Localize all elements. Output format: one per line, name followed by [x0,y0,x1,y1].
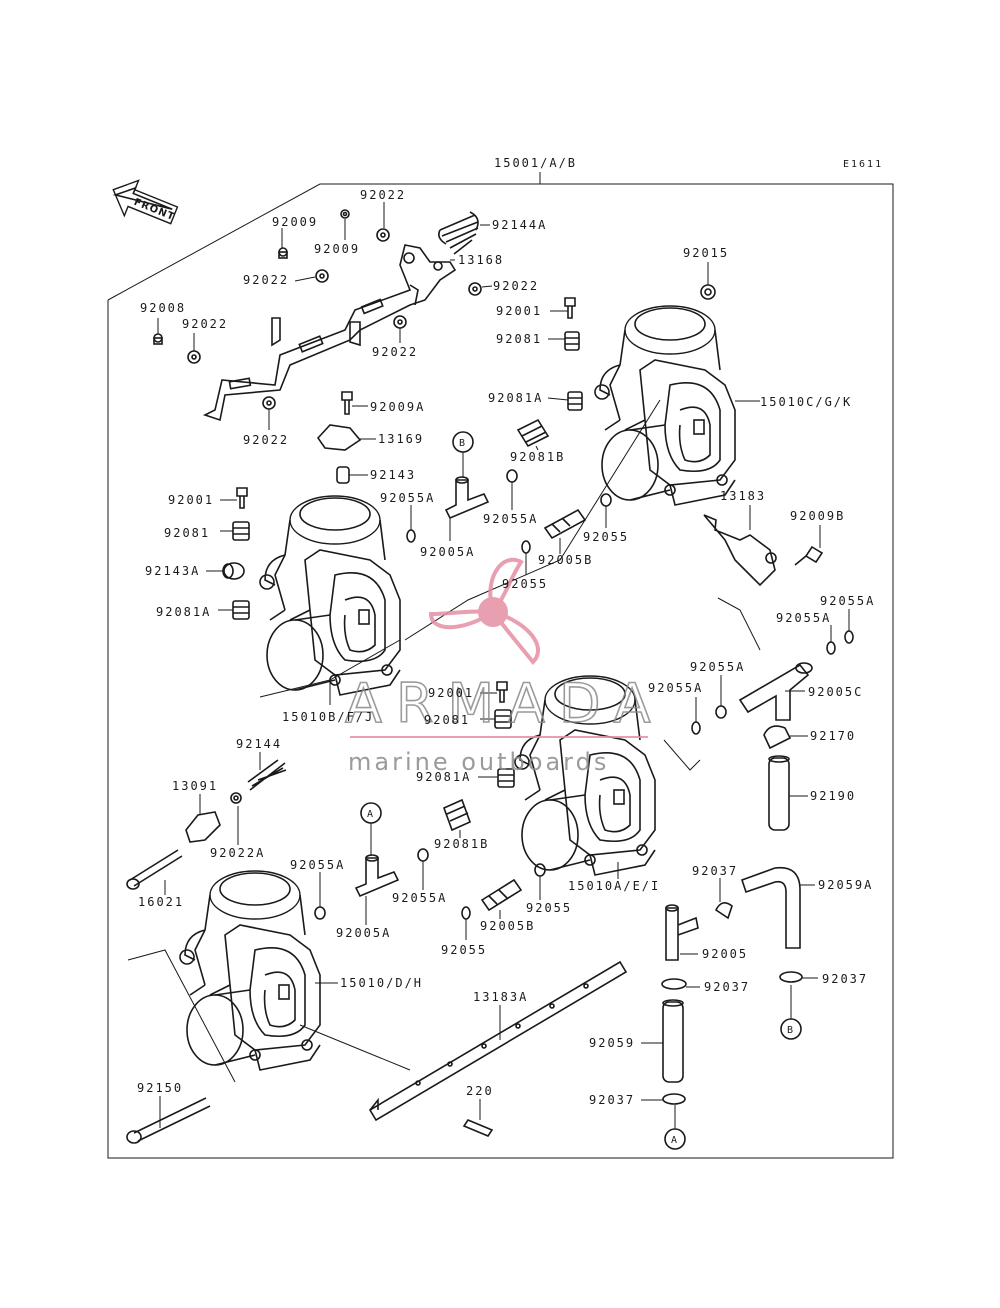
part-label: 92081A [156,605,211,619]
part-label: 92055A [483,512,538,526]
part-label: 92009 [314,242,360,256]
ref-a-lower: A [671,1135,677,1146]
part-label: 92081A [488,391,543,405]
part-label: 92005A [420,545,475,559]
part-label: 92144 [236,737,282,751]
watermark-brand: ARMADA [345,672,665,735]
part-label: 92055A [648,681,703,695]
throttle-bracket-13168 [202,244,457,422]
part-label: 92081 [496,332,542,346]
part-label: 92059A [818,878,873,892]
part-label: 92022 [360,188,406,202]
armada-watermark: ARMADA marine outboards [344,558,665,776]
part-label: 92081B [434,837,489,851]
part-label: 92037 [692,864,738,878]
part-label: 92022A [210,846,265,860]
part-label: 92081B [510,450,565,464]
part-label: 92005C [808,685,863,699]
part-label: 92144A [492,218,547,232]
part-label: 92055A [820,594,875,608]
part-label: 92150 [137,1081,183,1095]
main-assembly-label: 15001/A/B [494,156,577,170]
part-label: 220 [466,1084,494,1098]
part-label: 92008 [140,301,186,315]
carburetor-15010b [259,495,401,696]
part-label: 92055A [776,611,831,625]
watermark-tagline: marine outboards [348,748,609,776]
part-label: 92015 [683,246,729,260]
leader-lines [127,202,850,1128]
part-label: 92022 [493,279,539,293]
part-label: 92005A [336,926,391,940]
spring-92144a [438,211,479,255]
part-label: 13169 [378,432,424,446]
reference-markers: B A B A [360,431,802,1150]
part-label: 92037 [704,980,750,994]
ref-b-upper: B [459,438,465,449]
part-label: 13168 [458,253,504,267]
part-label: 92037 [822,972,868,986]
part-label: 92055 [526,901,572,915]
front-arrow-icon: FRONT [112,179,179,225]
part-label: 92190 [810,789,856,803]
part-label: 15010C/G/K [760,395,852,409]
part-label: 92055A [290,858,345,872]
part-label: 92081 [164,526,210,540]
part-label: 92009B [790,509,845,523]
part-label: 92009 [272,215,318,229]
part-label: 16021 [138,895,184,909]
carburetor-15010 [179,870,321,1071]
diagram-frame [107,172,894,1159]
small-components [126,297,854,1144]
part-label: 92022 [243,273,289,287]
propeller-logo-icon [428,558,540,665]
part-label: 15010/D/H [340,976,423,990]
ref-b-lower: B [787,1025,793,1036]
part-label: 92022 [372,345,418,359]
part-label: 92081 [424,713,470,727]
figure-code: E1611 [843,159,883,170]
part-label: 92009A [370,400,425,414]
part-label: 92143 [370,468,416,482]
part-label: 92022 [243,433,289,447]
part-label: 92055 [502,577,548,591]
ref-a-mid: A [367,809,373,820]
part-label: 92055A [690,660,745,674]
part-label: 13091 [172,779,218,793]
washers-and-screws [153,209,716,804]
part-label: 92001 [496,304,542,318]
part-label: 15010B/F/J [282,710,374,724]
part-label: 92005B [538,553,593,567]
part-labels: 92022 92009 92009 92144A 13168 92022 920… [137,188,875,1107]
carburetor-15010c [594,305,736,506]
part-label: 92022 [182,317,228,331]
part-label: 92081A [416,770,471,784]
part-label: 92055A [380,491,435,505]
part-label: 92001 [168,493,214,507]
part-label: 92055A [392,891,447,905]
part-label: 15010A/E/I [568,879,660,893]
part-label: 92055 [583,530,629,544]
part-label: 92005 [702,947,748,961]
part-label: 92170 [810,729,856,743]
part-label: 92037 [589,1093,635,1107]
part-label: 92001 [428,686,474,700]
part-label: 92055 [441,943,487,957]
part-label: 92143A [145,564,200,578]
part-label: 92005B [480,919,535,933]
part-label: 92059 [589,1036,635,1050]
part-label: 13183 [720,489,766,503]
part-label: 13183A [473,990,528,1004]
